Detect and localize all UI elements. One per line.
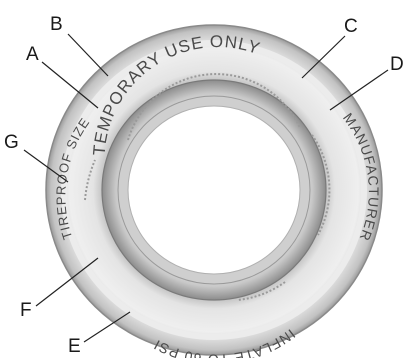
leader-b [68,34,108,76]
callout-e: E [68,336,81,357]
callout-b: B [50,14,63,35]
callout-c: C [344,16,358,37]
callout-d: D [390,54,404,75]
callout-a: A [26,44,39,65]
callout-f: F [20,300,32,321]
callout-g: G [4,132,19,153]
wheel-hole [128,106,300,274]
